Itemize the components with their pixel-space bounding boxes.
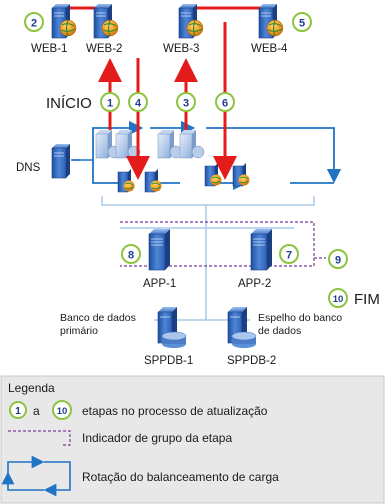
svg-text:7: 7 — [286, 250, 292, 262]
server-web-4: WEB-4 — [251, 3, 288, 55]
step-badge-2: 2 — [24, 12, 44, 32]
label-web-1: WEB-1 — [31, 43, 67, 55]
start-label: INÍCIO — [46, 95, 92, 112]
svg-text:6: 6 — [222, 98, 228, 110]
label-web-2: WEB-2 — [86, 43, 122, 55]
label-app-1: APP-1 — [143, 278, 176, 290]
legend-rotation-swatch — [1, 455, 71, 497]
server-sppdb-1: Banco de dados primário SPPDB-1 — [60, 306, 193, 367]
legend-range-start: 1 — [9, 401, 27, 419]
step-badge-4: 4 — [128, 92, 148, 112]
legend-range-word: a — [33, 404, 40, 418]
end-label: FIM — [354, 291, 380, 308]
svg-text:9: 9 — [335, 255, 341, 267]
load-balancer-group — [95, 129, 205, 159]
svg-text:10: 10 — [333, 294, 344, 305]
server-app-2: APP-2 — [238, 228, 273, 290]
db1-caption-line2: primário — [60, 325, 98, 337]
server-web-3: WEB-3 — [163, 3, 204, 55]
step-badge-8: 8 — [121, 244, 141, 264]
label-dns: DNS — [16, 162, 41, 174]
legend-range-end: 10 — [52, 400, 72, 420]
label-web-4: WEB-4 — [251, 43, 288, 55]
svg-text:8: 8 — [128, 250, 134, 262]
legend: Legenda 1 a 10 etapas no processo de atu… — [0, 375, 385, 504]
legend-group-text: Indicador de grupo da etapa — [82, 431, 232, 445]
legend-range-text: etapas no processo de atualização — [82, 404, 268, 418]
db1-caption-line1: Banco de dados — [60, 312, 136, 324]
step-badge-7: 7 — [279, 244, 299, 264]
label-web-3: WEB-3 — [163, 43, 199, 55]
db2-caption-line1: Espelho do banco — [258, 312, 342, 324]
web-pair-connectors — [57, 6, 268, 22]
step-badge-6: 6 — [215, 92, 235, 112]
svg-text:1: 1 — [107, 98, 113, 110]
server-app-1: APP-1 — [143, 228, 176, 290]
server-web-1: WEB-1 — [31, 3, 77, 55]
step-badge-1: 1 — [100, 92, 120, 112]
web-node-group-a — [117, 168, 162, 193]
group-indicator-apps — [120, 221, 315, 267]
svg-text:1: 1 — [15, 405, 21, 417]
legend-rotation-text: Rotação do balanceamento de carga — [82, 470, 279, 484]
step-badge-9: 9 — [328, 249, 348, 269]
label-sppdb-2: SPPDB-2 — [227, 355, 276, 367]
step-badge-3: 3 — [176, 92, 196, 112]
label-app-2: APP-2 — [238, 278, 271, 290]
legend-group-swatch — [8, 430, 71, 446]
svg-text:5: 5 — [299, 18, 305, 30]
step-badge-10: 10 — [328, 288, 348, 308]
svg-text:10: 10 — [57, 406, 68, 417]
server-web-2: WEB-2 — [86, 3, 122, 55]
legend-title: Legenda — [8, 381, 55, 395]
svg-text:3: 3 — [183, 98, 189, 110]
step-badge-5: 5 — [292, 12, 312, 32]
svg-text:2: 2 — [31, 18, 37, 30]
svg-text:4: 4 — [135, 98, 142, 110]
label-sppdb-1: SPPDB-1 — [144, 355, 193, 367]
server-dns: DNS — [16, 143, 71, 179]
server-sppdb-2: Espelho do banco de dados SPPDB-2 — [227, 306, 342, 367]
db2-caption-line2: de dados — [258, 325, 301, 337]
